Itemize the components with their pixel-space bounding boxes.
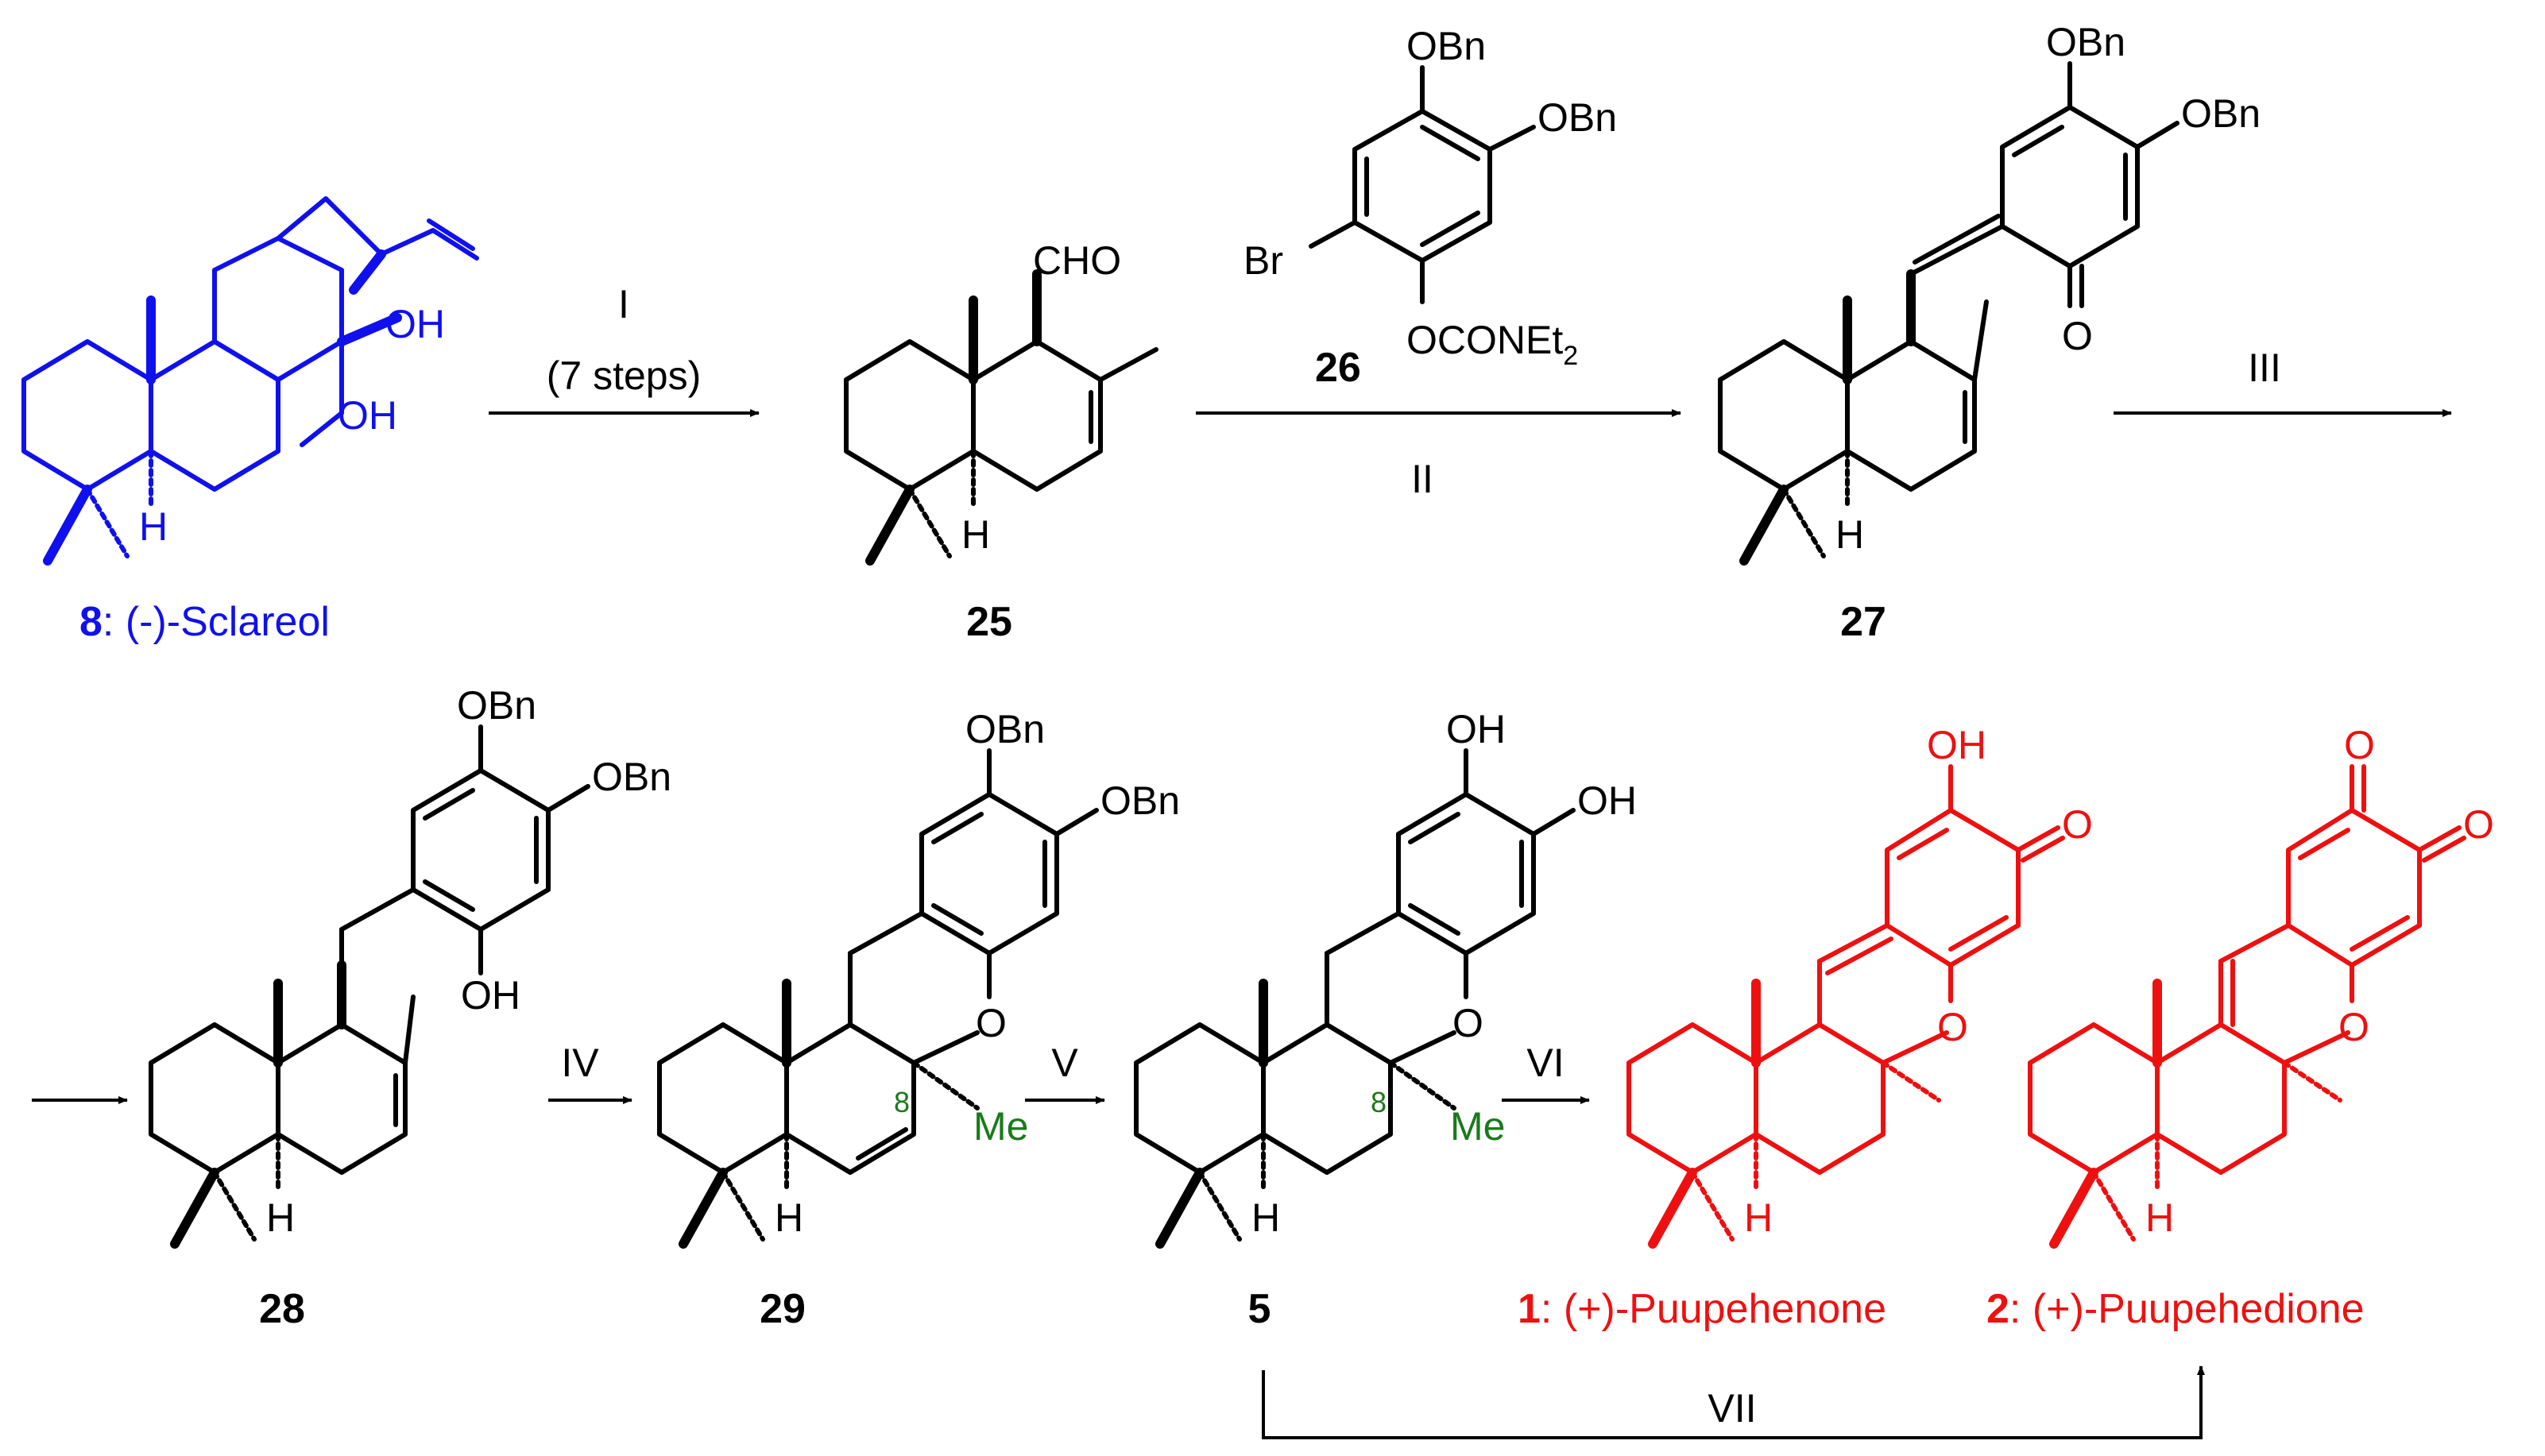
step-V-label: V	[1051, 1041, 1078, 1085]
reagent-26	[1309, 65, 1536, 304]
c28-obn-2: OBn	[592, 755, 671, 799]
c5-o: O	[1452, 1001, 1483, 1045]
c28-obn-1: OBn	[457, 683, 536, 728]
c27-obn-2: OBn	[2181, 91, 2261, 136]
compound-29	[657, 748, 1099, 1249]
step-I-label: I	[618, 282, 629, 326]
compound-27	[1718, 61, 2179, 566]
compound-number-28: 28	[259, 1286, 305, 1332]
compound-number-26: 26	[1315, 345, 1361, 391]
compound-number-5: 5	[1248, 1286, 1271, 1332]
sclareol-oh-2: OH	[338, 393, 397, 438]
compound-1-labels: OH O O H 1: (+)-Puupehenone	[1518, 723, 2093, 1332]
puupehenone-o-1: O	[2062, 802, 2093, 847]
compound-number-29: 29	[760, 1286, 806, 1332]
arrow-step-III: III	[2114, 346, 2452, 417]
puupehedione-o-1: O	[2344, 723, 2375, 767]
compound-number-2: 2	[1986, 1286, 2009, 1332]
c26-carbamate-sub: 2	[1563, 341, 1578, 371]
c27-o: O	[2062, 314, 2093, 358]
compound-5-labels: OH OH O 8 Me H 5	[1248, 707, 1637, 1332]
compound-28	[149, 724, 590, 1249]
compound-8-labels: OH OH H 8: (-)-Sclareol	[79, 302, 445, 645]
compound-name-puupehedione: : (+)-Puupehedione	[2009, 1286, 2365, 1332]
c28-h: H	[266, 1195, 295, 1240]
step-III-label: III	[2248, 346, 2281, 390]
c25-cho: CHO	[1033, 238, 1121, 283]
compound-2-labels: O O O H 2: (+)-Puupehedione	[1986, 723, 2494, 1332]
compound-25-labels: CHO H 25	[961, 238, 1121, 645]
compound-5	[1134, 748, 1576, 1249]
puupehedione-h: H	[2145, 1195, 2174, 1240]
compound-number-1: 1	[1518, 1286, 1541, 1332]
compound-number-27: 27	[1840, 599, 1886, 645]
compound-2-puupehedione	[2028, 764, 2466, 1249]
c5-oh-1: OH	[1446, 707, 1506, 751]
c26-carbamate: OCONEt	[1406, 318, 1563, 362]
compound-name-sclareol: : (-)-Sclareol	[102, 599, 330, 645]
sclareol-h: H	[139, 504, 168, 549]
c5-oh-2: OH	[1577, 778, 1637, 823]
step-I-detail: (7 steps)	[547, 353, 702, 398]
c29-obn-1: OBn	[965, 707, 1045, 751]
c25-h: H	[961, 512, 990, 557]
svg-text:2: (+)-Puupehedione: 2: (+)-Puupehedione	[1986, 1286, 2365, 1332]
arrow-step-VI: VI	[1502, 1041, 1590, 1104]
svg-text:1: (+)-Puupehenone: 1: (+)-Puupehenone	[1518, 1286, 1886, 1332]
step-II-label: II	[1411, 457, 1433, 501]
c26-obn-1: OBn	[1406, 24, 1486, 68]
puupehedione-o-3: O	[2338, 1005, 2369, 1049]
compound-29-labels: OBn OBn O 8 Me H 29	[760, 707, 1180, 1332]
compound-name-puupehenone: : (+)-Puupehenone	[1541, 1286, 1886, 1332]
c29-o: O	[976, 1001, 1007, 1045]
compound-28-labels: OBn OBn OH H 28	[259, 683, 671, 1332]
svg-text:8: (-)-Sclareol: 8: (-)-Sclareol	[79, 599, 330, 645]
compound-25	[844, 269, 1158, 566]
arrow-step-IV: IV	[548, 1041, 632, 1104]
arrow-step-VII: VII	[1262, 1365, 2205, 1439]
arrow-step-II: II	[1196, 409, 1681, 501]
puupehenone-oh: OH	[1927, 723, 1986, 767]
arrow-step-V: V	[1025, 1041, 1105, 1104]
step-VII-label: VII	[1708, 1386, 1756, 1431]
c28-oh: OH	[461, 973, 520, 1018]
reagent-26-labels: OBn OBn Br OCONEt2 26	[1243, 24, 1617, 391]
svg-text:OCONEt2: OCONEt2	[1406, 318, 1578, 371]
compound-number-25: 25	[966, 599, 1012, 645]
puupehedione-o-2: O	[2463, 802, 2494, 847]
c26-br: Br	[1243, 238, 1283, 283]
compound-number-8: 8	[79, 599, 102, 645]
c29-c8-label: 8	[894, 1086, 910, 1118]
c29-h: H	[775, 1195, 803, 1240]
sclareol-oh-1: OH	[385, 302, 445, 346]
puupehenone-h: H	[1744, 1195, 1773, 1240]
step-IV-label: IV	[561, 1041, 599, 1085]
compound-1-puupehenone	[1626, 764, 2065, 1249]
c5-c8-label: 8	[1371, 1086, 1387, 1118]
c5-h: H	[1251, 1195, 1280, 1240]
c29-obn-2: OBn	[1100, 778, 1180, 823]
step-VI-label: VI	[1526, 1041, 1564, 1085]
compound-27-labels: OBn OBn O H 27	[1835, 20, 2261, 645]
c27-obn-1: OBn	[2046, 20, 2125, 64]
c5-me: Me	[1450, 1104, 1505, 1149]
arrow-step-I: I (7 steps)	[489, 282, 760, 417]
c26-obn-2: OBn	[1537, 95, 1617, 140]
puupehenone-o-2: O	[1937, 1005, 1968, 1049]
c27-h: H	[1835, 512, 1864, 557]
compound-8-sclareol	[21, 196, 479, 566]
c29-me: Me	[973, 1104, 1028, 1149]
